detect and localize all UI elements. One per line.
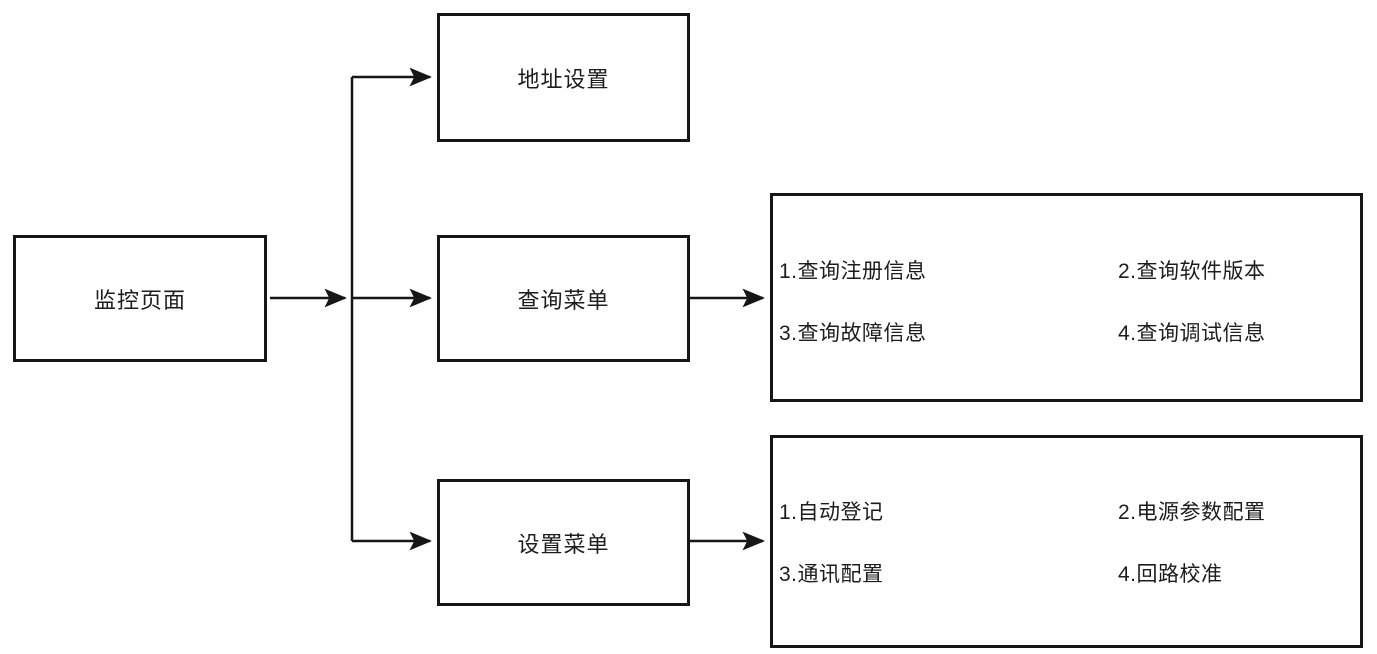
node-address-settings-label: 地址设置 [517, 66, 610, 92]
node-settings-menu-label: 设置菜单 [517, 531, 610, 557]
node-monitor-page-label: 监控页面 [93, 287, 186, 313]
settings-menu-item-2: 2.电源参数配置 [1118, 501, 1266, 524]
query-menu-item-4: 4.查询调试信息 [1118, 322, 1266, 345]
settings-menu-item-1: 1.自动登记 [779, 501, 884, 524]
node-settings-menu: 设置菜单 [437, 479, 690, 606]
query-menu-detail-box: 1.查询注册信息 2.查询软件版本 3.查询故障信息 4.查询调试信息 [770, 193, 1363, 402]
query-menu-item-2: 2.查询软件版本 [1118, 260, 1266, 283]
node-query-menu: 查询菜单 [437, 235, 690, 362]
node-address-settings: 地址设置 [437, 13, 690, 142]
settings-menu-item-4: 4.回路校准 [1118, 563, 1223, 586]
settings-menu-detail-box: 1.自动登记 2.电源参数配置 3.通讯配置 4.回路校准 [770, 435, 1363, 648]
node-query-menu-label: 查询菜单 [517, 287, 610, 313]
query-menu-item-1: 1.查询注册信息 [779, 260, 927, 283]
settings-menu-item-3: 3.通讯配置 [779, 563, 884, 586]
node-monitor-page: 监控页面 [13, 235, 267, 362]
query-menu-item-3: 3.查询故障信息 [779, 322, 927, 345]
